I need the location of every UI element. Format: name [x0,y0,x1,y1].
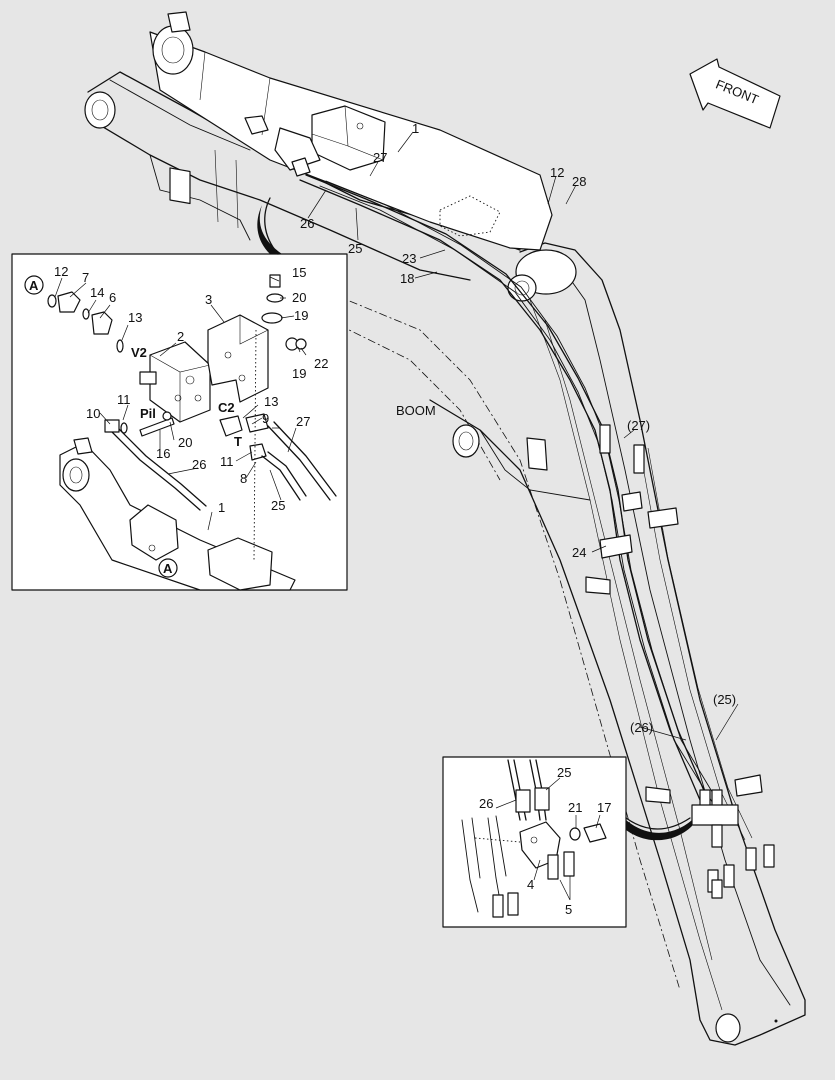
callout-12: 12 [550,165,564,180]
callout-18: 18 [400,271,414,286]
inset-callout-10: 10 [86,406,100,421]
inset-callout-15: 15 [292,265,306,280]
inset-callout-27: 27 [296,414,310,429]
main-leaders [307,131,739,741]
callout-23: 23 [402,251,416,266]
callout-27: 27 [373,150,387,165]
inset-callout-19b: 19 [292,366,306,381]
front-arrow-icon: FRONT [689,58,781,129]
right-inset-pointer [625,817,691,830]
boom-outline [324,242,806,1046]
left-inset-parts: A [24,274,337,591]
hose-lines [299,174,775,899]
inset-callout-8: 8 [240,471,247,486]
inset2-callout-5: 5 [565,902,572,917]
inset-callout-9: 9 [262,411,269,426]
inset-callout-16: 16 [156,446,170,461]
callout-25: 25 [348,241,362,256]
inset2-callout-4: 4 [527,877,534,892]
inset-callout-26: 26 [192,457,206,472]
left-inset-leaders [54,276,307,531]
port-t: T [234,434,242,449]
right-inset-labels: 25 26 21 17 4 5 [479,765,611,917]
inset-callout-20b: 20 [178,435,192,450]
inset2-callout-26: 26 [479,796,493,811]
left-inset-labels: 12 7 14 6 13 2 3 15 20 19 19 22 V2 13 C2… [54,264,328,515]
inset-callout-11b: 11 [220,454,234,469]
inset-callout-1: 1 [218,500,225,515]
callout-28: 28 [572,174,586,189]
inset-callout-19a: 19 [294,308,308,323]
inset-callout-7: 7 [82,270,89,285]
callout-27-ref: (27) [627,418,650,433]
port-v2: V2 [131,345,147,360]
callout-24: 24 [572,545,586,560]
callout-26: 26 [300,216,314,231]
callout-1: 1 [412,121,419,136]
inset-callout-3: 3 [205,292,212,307]
marker-a-bottom: A [163,561,173,576]
right-inset-leaders [495,777,601,901]
main-labels: 1 27 26 25 12 28 23 18 BOOM (27) 24 (25)… [300,121,736,735]
inset-callout-13: 13 [128,310,142,325]
callout-26-ref: (26) [630,720,653,735]
inset-callout-20: 20 [292,290,306,305]
port-pil: Pil [140,406,156,421]
arm-cylinder [84,11,577,302]
inset-callout-25: 25 [271,498,285,513]
callout-25-ref: (25) [713,692,736,707]
inset-callout-6: 6 [109,290,116,305]
port-c2: C2 [218,400,235,415]
boom-label: BOOM [396,403,436,418]
inset-callout-12: 12 [54,264,68,279]
marker-a-top: A [29,278,39,293]
right-inset-parts [461,759,607,918]
inset-callout-14: 14 [90,285,104,300]
inset2-callout-21: 21 [568,800,582,815]
inset-callout-13b: 13 [264,394,278,409]
inset2-callout-17: 17 [597,800,611,815]
inset2-callout-25: 25 [557,765,571,780]
inset-callout-11: 11 [117,392,131,407]
inset-callout-2: 2 [177,329,184,344]
inset-callout-22: 22 [314,356,328,371]
